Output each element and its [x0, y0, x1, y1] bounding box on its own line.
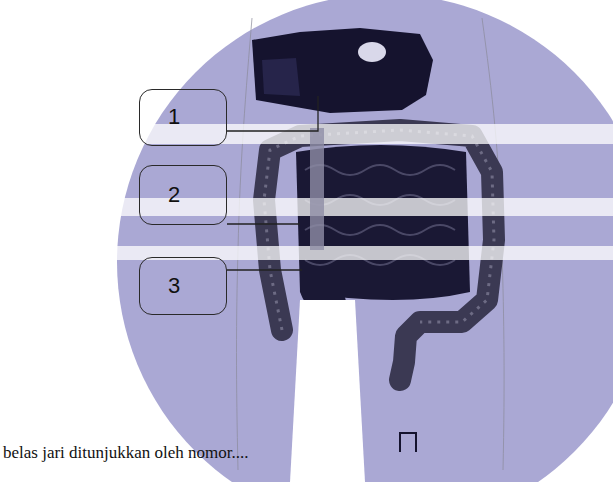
liver	[262, 58, 300, 96]
callout-box: 1	[139, 89, 227, 146]
body-outline	[237, 18, 253, 470]
callout-box: 3	[139, 257, 227, 315]
watermark-disc	[117, 0, 613, 482]
question-text: belas jari ditunjukkan oleh nomor....	[3, 443, 249, 463]
callout-number: 3	[168, 275, 180, 297]
stomach-highlight	[358, 42, 386, 62]
leader-line	[227, 96, 318, 131]
large-intestine-texture	[264, 130, 494, 330]
leader-line	[227, 269, 302, 270]
marker-band	[310, 128, 324, 250]
anus-symbol	[400, 433, 416, 452]
leader-line	[227, 223, 300, 224]
watermark-stripe	[0, 124, 613, 144]
watermark-stripe	[0, 198, 613, 216]
liver-stomach	[252, 28, 433, 113]
watermark-stripe	[0, 246, 613, 260]
callout-box: 2	[139, 165, 227, 225]
callout-number: 1	[168, 106, 180, 128]
watermark-notch	[290, 300, 365, 482]
callout-number: 2	[168, 184, 180, 206]
